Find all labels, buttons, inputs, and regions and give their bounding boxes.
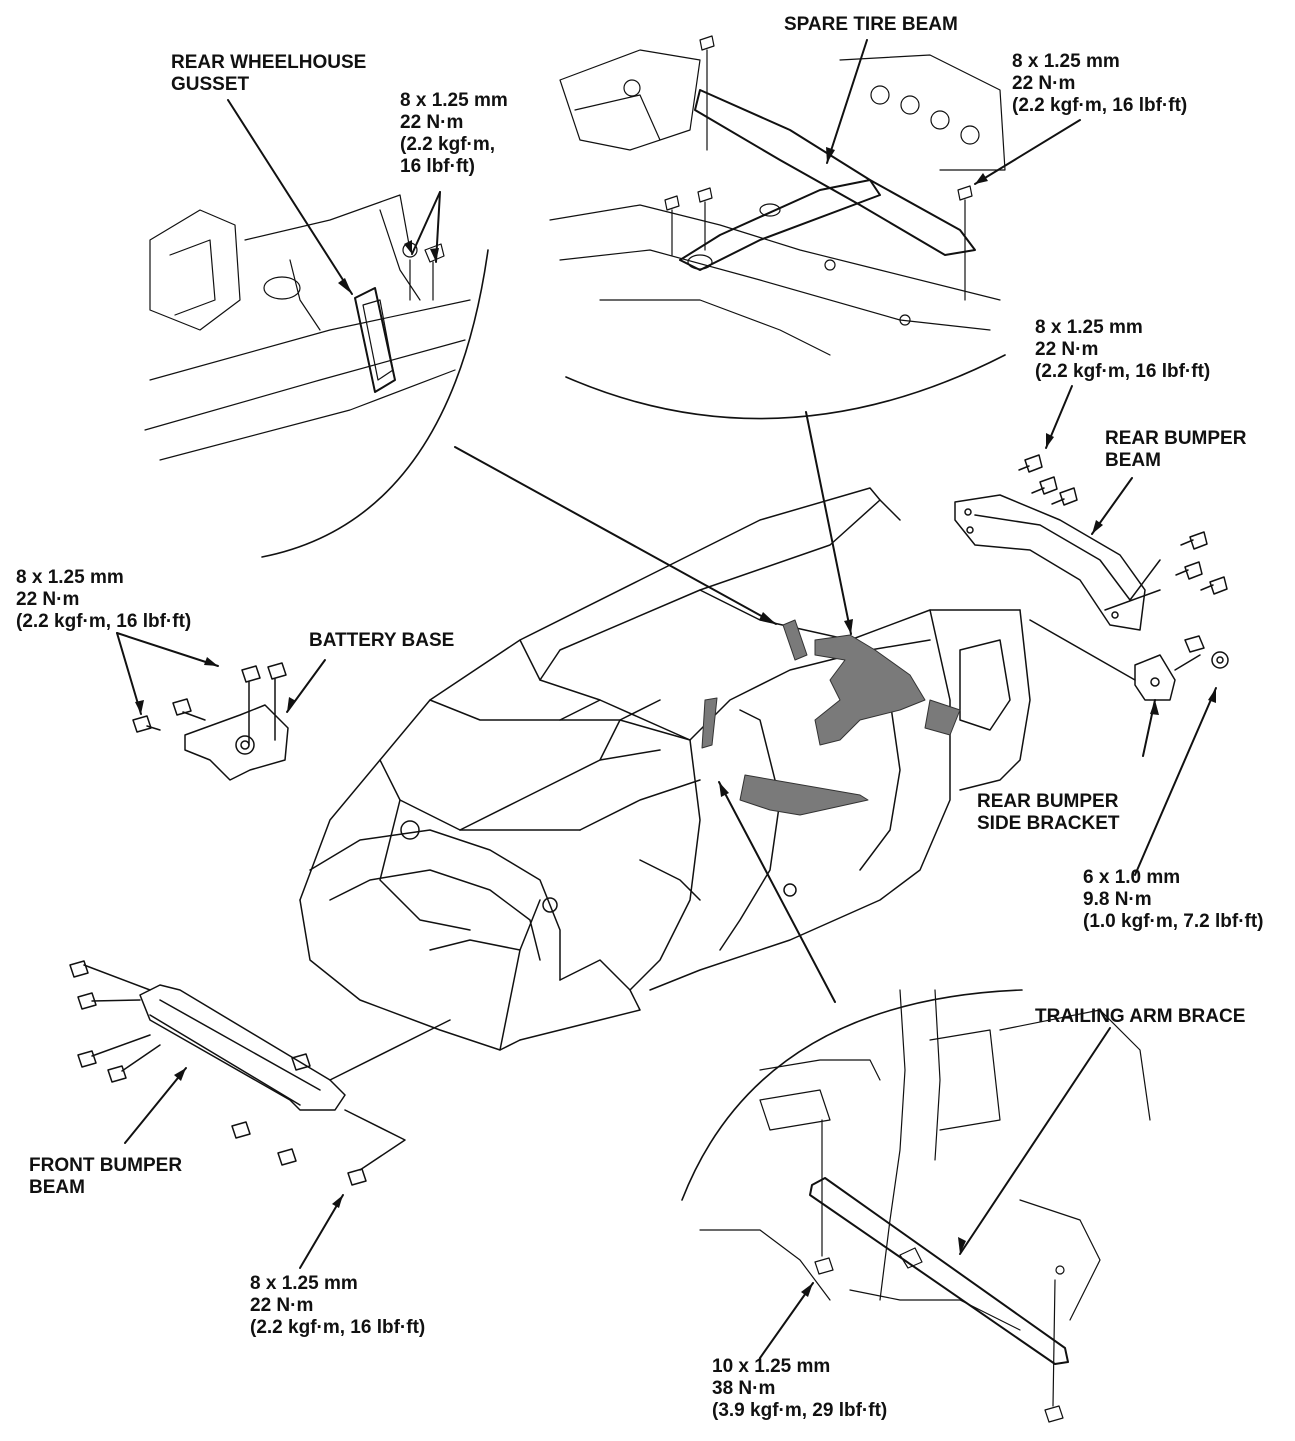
shaded-trailing-arm-brace bbox=[739, 774, 869, 816]
shaded-spare-tire-beam bbox=[814, 634, 926, 746]
label-rear-bumper-beam: REAR BUMPER BEAM bbox=[1105, 428, 1247, 471]
spec-gusset-bolt: 8 x 1.25 mm 22 N·m (2.2 kgf·m, 16 lbf·ft… bbox=[400, 90, 508, 177]
spec-rear-bumper-beam-bolt: 8 x 1.25 mm 22 N·m (2.2 kgf·m, 16 lbf·ft… bbox=[1035, 317, 1211, 382]
label-spare-tire-beam: SPARE TIRE BEAM bbox=[784, 14, 958, 35]
spec-front-bumper-beam-bolt: 8 x 1.25 mm 22 N·m (2.2 kgf·m, 16 lbf·ft… bbox=[250, 1273, 426, 1338]
wheelhouse-inset-sketch bbox=[144, 194, 471, 461]
label-battery-base: BATTERY BASE bbox=[309, 630, 455, 651]
rear-bumper-side-bracket-part bbox=[1029, 619, 1229, 701]
shaded-trailing-arm-pillar bbox=[701, 697, 718, 749]
spec-side-bracket-nut: 6 x 1.0 mm 9.8 N·m (1.0 kgf·m, 7.2 lbf·f… bbox=[1083, 867, 1264, 932]
shaded-rear-piece bbox=[924, 699, 961, 736]
arrowheads bbox=[135, 147, 1216, 1297]
inset-boundary-wheelhouse bbox=[261, 249, 489, 558]
rear-bumper-beam-part bbox=[954, 454, 1228, 631]
spec-trailing-arm-bolt: 10 x 1.25 mm 38 N·m (3.9 kgf·m, 29 lbf·f… bbox=[712, 1356, 888, 1421]
trailing-arm-brace bbox=[809, 1177, 1069, 1365]
trailing-arm-inset-sketch bbox=[699, 989, 1151, 1423]
spec-spare-tire-bolt: 8 x 1.25 mm 22 N·m (2.2 kgf·m, 16 lbf·ft… bbox=[1012, 51, 1188, 116]
spare-tire-inset-sketch bbox=[549, 35, 1006, 356]
inset-boundary-trailing-arm bbox=[681, 989, 1023, 1201]
label-rear-bumper-side-bracket: REAR BUMPER SIDE BRACKET bbox=[977, 791, 1120, 834]
label-front-bumper-beam: FRONT BUMPER BEAM bbox=[29, 1155, 183, 1198]
spec-battery-base-bolt: 8 x 1.25 mm 22 N·m (2.2 kgf·m, 16 lbf·ft… bbox=[16, 567, 192, 632]
leader-lines bbox=[116, 39, 1217, 1359]
label-trailing-arm-brace: TRAILING ARM BRACE bbox=[1035, 1006, 1246, 1027]
car-body-wireframe bbox=[299, 487, 1031, 1051]
wheelhouse-gusset bbox=[354, 287, 396, 393]
inset-boundary-spare-tire bbox=[565, 354, 1006, 420]
shaded-gusset bbox=[782, 619, 808, 661]
battery-base-part bbox=[132, 662, 289, 781]
front-bumper-beam-part bbox=[69, 960, 451, 1186]
label-rear-wheelhouse-gusset: REAR WHEELHOUSE GUSSET bbox=[171, 52, 367, 95]
